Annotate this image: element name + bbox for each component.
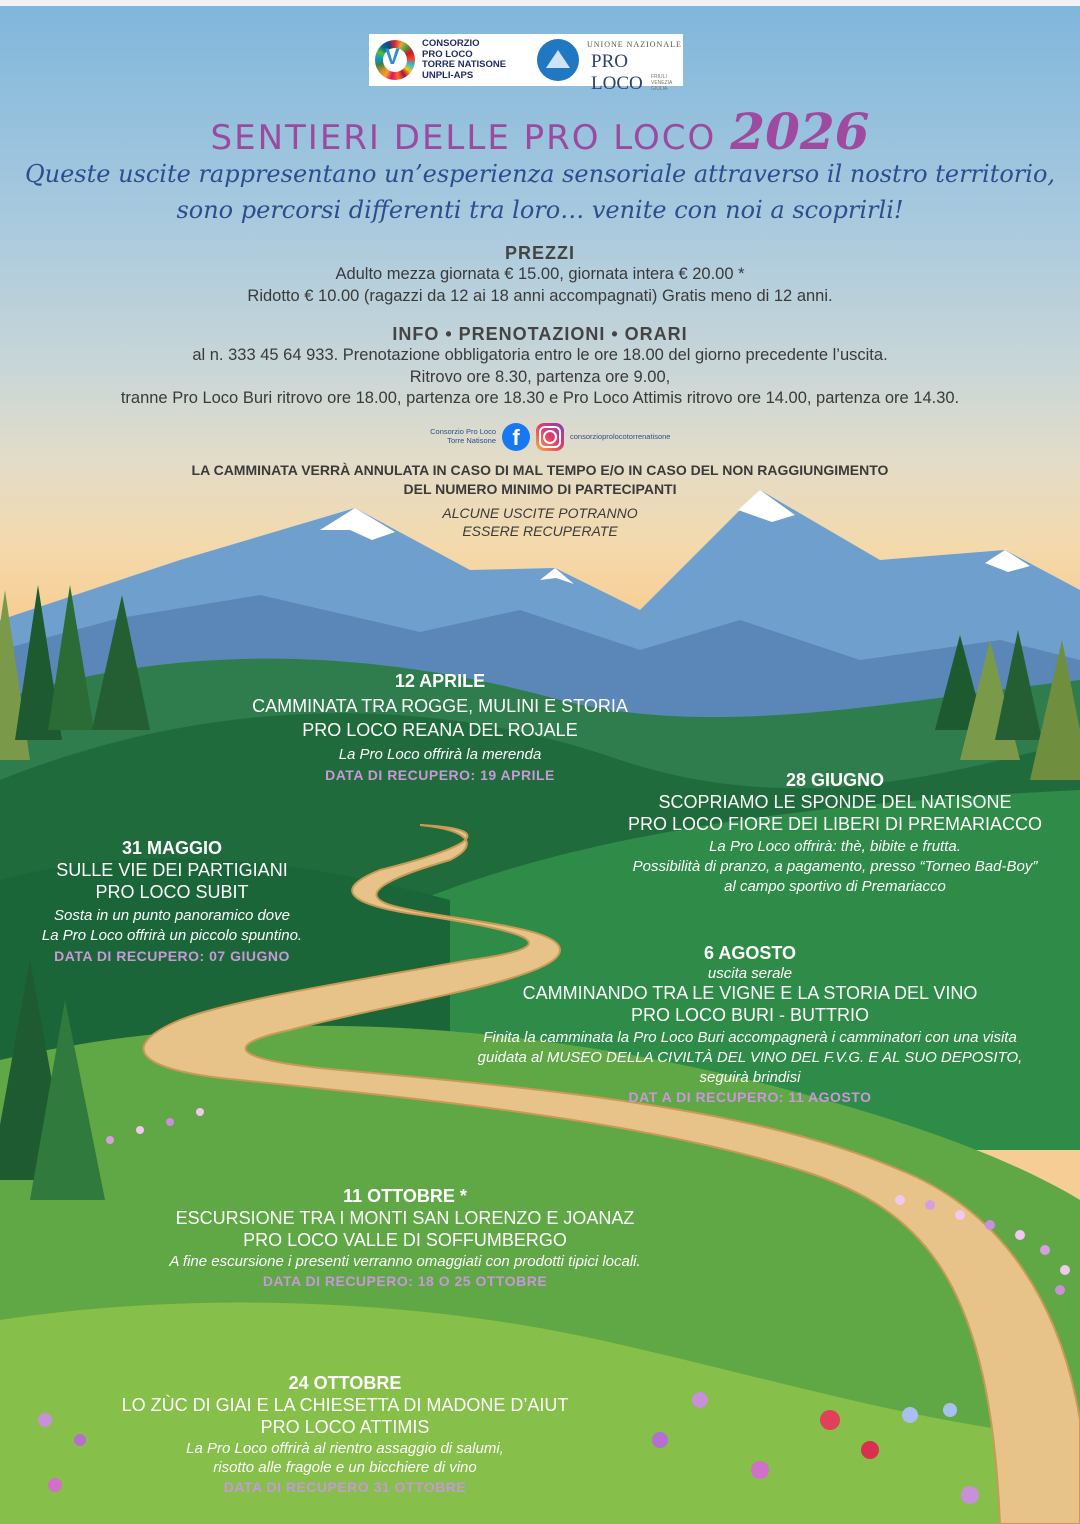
info-heading: INFO • PRENOTAZIONI • ORARI (392, 324, 688, 344)
info-line: al n. 333 45 64 933. Prenotazione obblig… (192, 346, 888, 364)
mountain-snow-small (540, 568, 574, 584)
event-note: La Pro Loco offrirà al rientro assaggio … (186, 1440, 504, 1457)
event-recovery: DAT A DI RECUPERO: 11 AGOSTO (628, 1089, 872, 1105)
event-note: guidata al MUSEO DELLA CIVILTÀ DEL VINO … (477, 1049, 1023, 1066)
event-note: al campo sportivo di Premariacco (724, 878, 946, 895)
event-note: A fine escursione i presenti verranno om… (169, 1253, 641, 1270)
consorzio-logo-line: TORRE NATISONE (422, 59, 507, 70)
v-mark-icon: V (385, 44, 400, 69)
unione-logo-top: UNIONE NAZIONALE (587, 40, 682, 49)
event-date: 11 OTTOBRE * (343, 1186, 467, 1206)
trees-right (935, 630, 1080, 780)
title-main: SENTIERI DELLE PRO LOCO (210, 118, 717, 158)
bird-emblem-icon (537, 39, 579, 81)
flowers-bottom-right (652, 1392, 979, 1504)
event-organizer: PRO LOCO FIORE DEI LIBERI DI PREMARIACCO (627, 814, 1043, 834)
instagram-icon[interactable] (536, 423, 564, 451)
event-organizer: PRO LOCO VALLE DI SOFFUMBERGO (243, 1230, 567, 1250)
prices-line: Ridotto € 10.00 (ragazzi da 12 ai 18 ann… (247, 287, 833, 305)
prices-line: Adulto mezza giornata € 15.00, giornata … (335, 265, 745, 283)
event-date: 6 AGOSTO (703, 943, 797, 963)
info-line: Ritrovo ore 8.30, partenza ore 9.00, (409, 368, 671, 386)
event-title: ESCURSIONE TRA I MONTI SAN LORENZO E JOA… (175, 1208, 635, 1228)
event-recovery: DATA DI RECUPERO: 19 APRILE (325, 767, 555, 783)
event-6-agosto: 6 AGOSTO uscita serale CAMMINANDO TRA LE… (420, 943, 1080, 1105)
mountain-snow-center (738, 490, 795, 522)
warning-line: LA CAMMINATA VERRÀ ANNULATA IN CASO DI M… (191, 462, 889, 478)
subtitle-line: Queste uscite rappresentano un’esperienz… (24, 160, 1056, 188)
event-organizer: PRO LOCO BURI - BUTTRIO (630, 1005, 870, 1025)
logo-divider (523, 34, 531, 86)
consorzio-logo-line: PRO LOCO (422, 48, 473, 60)
unione-pro-loco-logo: UNIONE NAZIONALE PRO LOCO FRIULI VENEZIA… (531, 34, 683, 94)
consorzio-logo-line: UNPLI-APS (422, 69, 474, 81)
recovery-note: ESSERE RECUPERATE (462, 523, 618, 539)
trail (142, 824, 1080, 1524)
event-title: LO ZÙC DI GIAI E LA CHIESETTA DI MADONE … (121, 1395, 569, 1415)
event-note: risotto alle fragole e un bicchiere di v… (213, 1459, 477, 1476)
prices-heading: PREZZI (504, 243, 575, 263)
event-title: SCOPRIAMO LE SPONDE DEL NATISONE (658, 792, 1012, 812)
event-note: Sosta in un punto panoramico dove (54, 907, 290, 924)
event-organizer: PRO LOCO SUBIT (95, 882, 249, 902)
event-note: Finita la camminata la Pro Loco Buri acc… (483, 1029, 1017, 1046)
social-links: Consorzio Pro Loco Torre Natisone f cons… (420, 420, 720, 456)
event-24-ottobre: 24 OTTOBRE LO ZÙC DI GIAI E LA CHIESETTA… (60, 1373, 630, 1495)
info-line: tranne Pro Loco Buri ritrovo ore 18.00, … (120, 389, 960, 407)
event-11-ottobre: 11 OTTOBRE * ESCURSIONE TRA I MONTI SAN … (80, 1186, 730, 1289)
consorzio-logo-line: CONSORZIO (422, 38, 480, 49)
event-note: seguirà brindisi (699, 1069, 801, 1086)
event-organizer: PRO LOCO REANA DEL ROJALE (302, 720, 578, 740)
title-year: 2026 (730, 102, 870, 161)
recovery-note: ALCUNE USCITE POTRANNO (442, 505, 638, 521)
event-31-maggio: 31 MAGGIO SULLE VIE DEI PARTIGIANI PRO L… (12, 838, 332, 964)
flowers-path-right (895, 1195, 1070, 1295)
social-page-name-line: Torre Natisone (447, 436, 496, 445)
event-12-aprile: 12 APRILE CAMMINATA TRA ROGGE, MULINI E … (190, 671, 690, 783)
event-date: 12 APRILE (394, 671, 486, 691)
warning-line: DEL NUMERO MINIMO DI PARTECIPANTI (403, 481, 677, 497)
sdg-ring-icon (375, 40, 415, 80)
social-page-name-line: Consorzio Pro Loco (430, 427, 496, 436)
page-title: SENTIERI DELLE PRO LOCO 2026 (0, 102, 1080, 161)
event-title: SULLE VIE DEI PARTIGIANI (56, 860, 288, 880)
unione-logo-region: FRIULI VENEZIA GIULIA (651, 74, 673, 92)
event-note: La Pro Loco offrirà un piccolo spuntino. (41, 927, 303, 944)
unione-logo-main: PRO LOCO (591, 51, 643, 94)
social-handle[interactable]: consorzioprolocotorrenatisone (570, 432, 671, 441)
social-page-name: Consorzio Pro Loco Torre Natisone (420, 427, 496, 445)
event-note: La Pro Loco offrirà la merenda (338, 746, 542, 763)
flowers-bottom-left (38, 1413, 86, 1492)
event-note: Possibilità di pranzo, a pagamento, pres… (632, 858, 1038, 875)
top-bar (0, 0, 1080, 6)
event-date: 24 OTTOBRE (288, 1373, 402, 1393)
trees-left (0, 585, 150, 1200)
event-28-giugno: 28 GIUGNO SCOPRIAMO LE SPONDE DEL NATISO… (590, 770, 1080, 895)
meadow-front (0, 1302, 1080, 1524)
event-note: La Pro Loco offrirà: thè, bibite e frutt… (709, 838, 961, 855)
event-recovery: DATA DI RECUPERO 31 OTTOBRE (223, 1479, 467, 1495)
event-organizer: PRO LOCO ATTIMIS (260, 1417, 430, 1437)
mountain-snow-left (320, 508, 395, 540)
consorzio-logo: V CONSORZIO PRO LOCO TORRE NATISONE UNPL… (369, 34, 523, 86)
event-recovery: DATA DI RECUPERO: 18 O 25 OTTOBRE (262, 1273, 548, 1289)
facebook-icon[interactable]: f (502, 423, 530, 451)
event-title: CAMMINANDO TRA LE VIGNE E LA STORIA DEL … (522, 983, 978, 1003)
event-recovery: DATA DI RECUPERO: 07 GIUGNO (54, 948, 290, 964)
event-title: CAMMINATA TRA ROGGE, MULINI E STORIA (252, 696, 628, 716)
event-date: 31 MAGGIO (121, 838, 223, 858)
event-date: 28 GIUGNO (785, 770, 885, 790)
flowers-path-left (106, 1108, 204, 1144)
subtitle-line: sono percorsi differenti tra loro… venit… (176, 196, 904, 224)
mountain-snow-right (985, 550, 1030, 572)
event-pre-label: uscita serale (707, 965, 793, 982)
